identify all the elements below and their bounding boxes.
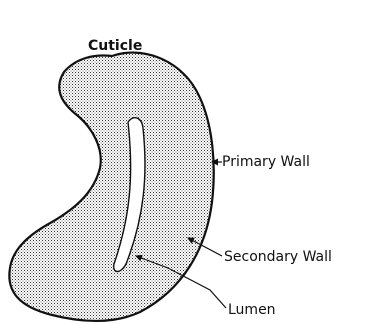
secondary-wall-label: Secondary Wall [224, 249, 332, 265]
primary-wall-label: Primary Wall [222, 154, 310, 170]
cuticle-label: Cuticle [88, 38, 142, 54]
lumen-label: Lumen [228, 302, 276, 318]
cell-body-secondary-wall [9, 53, 213, 321]
